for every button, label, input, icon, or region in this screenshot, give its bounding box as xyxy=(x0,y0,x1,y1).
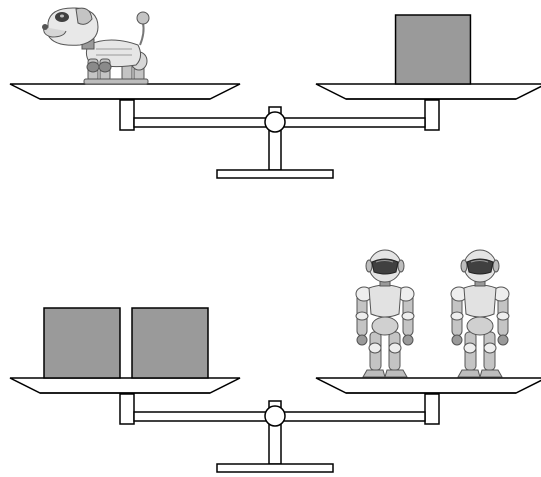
balance-mechanism-top xyxy=(119,99,440,179)
balance-mechanism-bottom xyxy=(119,393,440,473)
right-pan-top xyxy=(315,83,541,100)
humanoid-robot xyxy=(450,249,510,378)
humanoid-robot xyxy=(355,249,415,378)
right-pan-bottom xyxy=(315,377,541,394)
left-pan-top xyxy=(9,83,241,100)
left-pan-bottom xyxy=(9,377,241,394)
scale-bottom xyxy=(9,249,541,473)
robot-dog xyxy=(41,6,150,85)
scale-top xyxy=(9,6,541,179)
weight-block xyxy=(394,14,472,85)
weight-block xyxy=(43,307,121,379)
weight-block xyxy=(131,307,209,379)
